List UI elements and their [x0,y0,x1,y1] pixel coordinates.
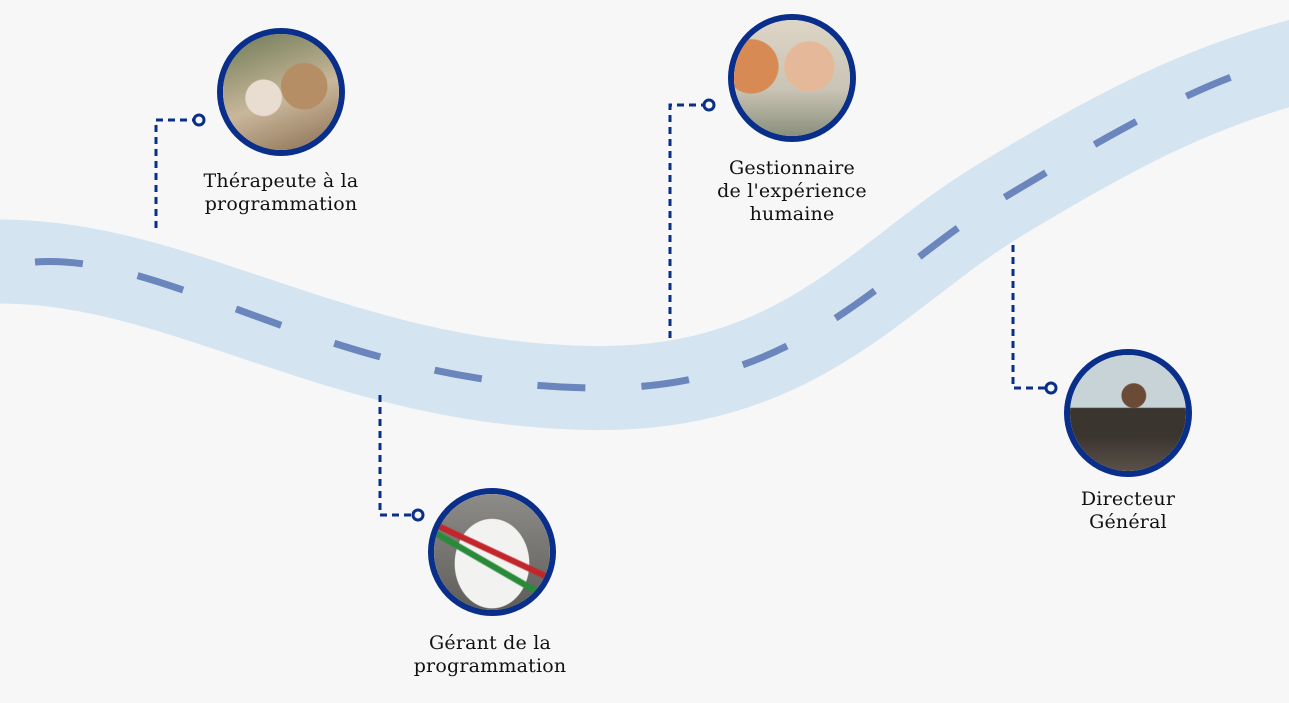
title-line: Directeur [1080,488,1176,510]
connector-directeur [1011,245,1046,390]
connector-gestionnaire [668,103,704,338]
title-line: Gérant de la [429,632,551,654]
connector-dot-icon [1044,381,1058,395]
photo-directeur [1064,349,1192,477]
photo-therapeute [217,28,345,156]
title-line: de l'expérience [717,180,867,202]
title-line: Gestionnaire [729,157,855,179]
connector-dot-icon [411,508,425,522]
connector-dot-icon [192,113,206,127]
road-center-dashes [34,64,1259,392]
step-title-therapeute: Thérapeute à la programmation [171,170,391,216]
road-band [0,20,1289,431]
connector-therapeute [154,118,194,228]
connector-dot-icon [702,98,716,112]
step-title-gestionnaire: Gestionnaire de l'expérience humaine [682,157,902,226]
title-line: Thérapeute à la [203,170,359,192]
step-title-gerant: Gérant de la programmation [380,632,600,678]
title-line: programmation [204,193,358,215]
photo-gerant [428,488,556,616]
title-line: humaine [749,203,835,225]
connector-gerant [378,395,414,517]
title-line: programmation [413,655,567,677]
title-line: Général [1089,511,1167,533]
step-title-directeur: Directeur Général [1018,488,1238,534]
photo-gestionnaire [728,14,856,142]
